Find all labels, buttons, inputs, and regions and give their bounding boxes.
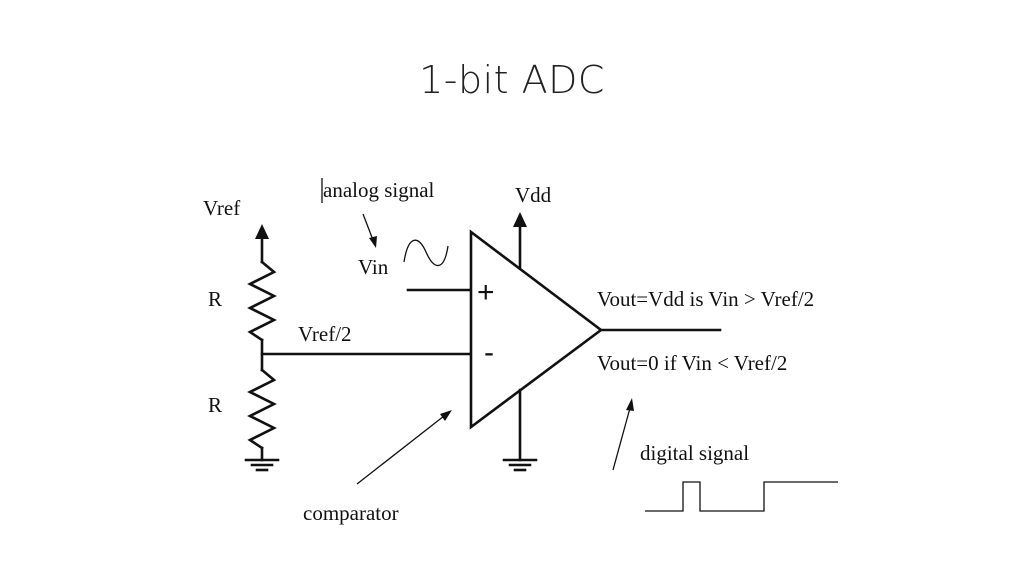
analog-signal-arrow-line bbox=[362, 213, 374, 241]
vref-label: Vref bbox=[203, 196, 240, 220]
resistor-top bbox=[247, 260, 277, 342]
analog-signal-arrow-head bbox=[369, 236, 377, 248]
resistor-top-label: R bbox=[208, 287, 222, 311]
resistor-bottom-label: R bbox=[208, 393, 222, 417]
vdd-arrow-head bbox=[513, 212, 527, 227]
vref-half-label: Vref/2 bbox=[298, 322, 352, 346]
digital-signal-label: digital signal bbox=[640, 441, 749, 465]
digital-signal-arrow-head bbox=[626, 398, 634, 411]
resistor-bottom bbox=[247, 368, 277, 450]
ground-symbol-comparator bbox=[502, 458, 538, 472]
ground-symbol-left bbox=[244, 446, 280, 472]
sine-wave-icon bbox=[403, 239, 449, 267]
vout-low-label: Vout=0 if Vin < Vref/2 bbox=[597, 351, 787, 375]
slide-title: 1-bit ADC bbox=[419, 58, 605, 102]
comparator-arrow-line bbox=[356, 415, 445, 485]
vdd-label: Vdd bbox=[515, 183, 552, 207]
vin-label: Vin bbox=[358, 255, 389, 279]
vout-high-label: Vout=Vdd is Vin > Vref/2 bbox=[597, 287, 814, 311]
analog-signal-label: analog signal bbox=[323, 178, 435, 202]
comparator-label: comparator bbox=[303, 501, 399, 525]
comparator-triangle bbox=[469, 229, 604, 430]
digital-signal-arrow-line bbox=[612, 407, 631, 471]
comparator-arrow-head bbox=[440, 410, 452, 421]
vref-arrow-head bbox=[255, 224, 269, 239]
digital-square-wave-icon bbox=[645, 481, 838, 512]
minus-sign: - bbox=[484, 336, 494, 369]
plus-sign: + bbox=[477, 276, 495, 309]
